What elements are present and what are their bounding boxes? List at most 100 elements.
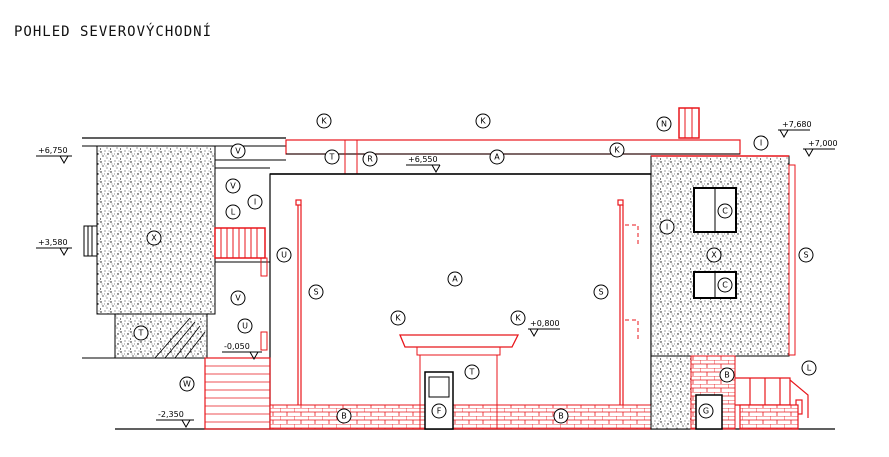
tag-letter: V <box>235 147 241 156</box>
level-label: +7,680 <box>782 120 812 129</box>
tag-letter: B <box>724 371 730 380</box>
tag-s: S <box>308 284 324 300</box>
railing-left <box>83 225 98 257</box>
downpipe-left <box>295 199 302 429</box>
tag-x: X <box>146 230 162 246</box>
tag-letter: W <box>183 380 191 389</box>
tag-letter: U <box>281 251 287 260</box>
level-7680: +7,680 <box>778 120 812 139</box>
tag-c: C <box>717 277 733 293</box>
tag-v: V <box>230 290 246 306</box>
entrance-canopy <box>399 334 520 348</box>
tag-k: K <box>510 310 526 326</box>
tag-letter: L <box>231 208 236 217</box>
tag-letter: K <box>395 314 401 323</box>
tag-w: W <box>179 376 195 392</box>
tag-letter: S <box>313 288 318 297</box>
level-6550: +6,550 <box>406 155 441 174</box>
tag-b: B <box>719 367 735 383</box>
tag-u: U <box>276 247 292 263</box>
tag-letter: G <box>703 407 709 416</box>
level-label: -0,050 <box>224 342 250 351</box>
tag-letter: A <box>494 153 500 162</box>
tag-s: S <box>798 247 814 263</box>
tag-letter: I <box>760 139 762 148</box>
level-0800: +0,800 <box>528 319 560 338</box>
brick-plinth <box>269 404 652 430</box>
tag-letter: C <box>722 207 728 216</box>
tag-r: R <box>362 151 378 167</box>
level-7000: +7,000 <box>803 139 838 158</box>
tag-letter: C <box>722 281 728 290</box>
drawing-title: POHLED SEVEROVÝCHODNÍ <box>14 24 213 40</box>
downpipe-right <box>617 199 624 429</box>
tag-letter: N <box>661 120 667 129</box>
tag-i: I <box>659 219 675 235</box>
tag-letter: L <box>807 364 812 373</box>
tag-a: A <box>489 149 505 165</box>
balcony-red <box>214 227 266 259</box>
tag-letter: T <box>469 368 475 377</box>
level-3580: +3,580 <box>36 238 72 257</box>
tag-t: T <box>324 149 340 165</box>
tag-letter: V <box>230 182 236 191</box>
tag-letter: K <box>614 146 620 155</box>
tag-letter: V <box>235 294 241 303</box>
level-label: +7,000 <box>808 139 838 148</box>
left-block-wall <box>96 145 216 315</box>
tag-k: K <box>390 310 406 326</box>
entrance-door <box>424 371 454 430</box>
tag-letter: K <box>515 314 521 323</box>
tag-letter: K <box>480 117 486 126</box>
tag-s: S <box>593 284 609 300</box>
railing-right <box>735 377 809 430</box>
tag-n: N <box>656 116 672 132</box>
tag-t: T <box>464 364 480 380</box>
level-label: -2,350 <box>158 410 184 419</box>
tag-v: V <box>225 178 241 194</box>
tag-letter: I <box>666 223 668 232</box>
chimney <box>678 107 700 139</box>
tag-letter: S <box>598 288 603 297</box>
level-2350: -2,350 <box>156 410 194 429</box>
tag-letter: X <box>711 251 717 260</box>
tag-v: V <box>230 143 246 159</box>
tag-a: A <box>447 271 463 287</box>
tag-k: K <box>316 113 332 129</box>
tag-c: C <box>717 203 733 219</box>
level-label: +0,800 <box>530 319 560 328</box>
level-0050: -0,050 <box>222 342 262 361</box>
roof-parapet <box>285 139 741 155</box>
stair-w <box>204 357 271 430</box>
tag-x: X <box>706 247 722 263</box>
tag-letter: I <box>254 198 256 207</box>
tag-l: L <box>225 204 241 220</box>
tag-letter: R <box>367 155 373 164</box>
tag-t: T <box>133 325 149 341</box>
tag-k: K <box>609 142 625 158</box>
level-6750: +6,750 <box>36 146 72 165</box>
central-building <box>269 173 652 430</box>
tag-letter: T <box>329 153 335 162</box>
tag-k: K <box>475 113 491 129</box>
tag-i: I <box>753 135 769 151</box>
tag-b: B <box>336 408 352 424</box>
tag-b: B <box>553 408 569 424</box>
tag-letter: B <box>341 412 347 421</box>
tag-letter: K <box>321 117 327 126</box>
tag-l: L <box>801 360 817 376</box>
tag-u: U <box>237 318 253 334</box>
stair-left <box>154 317 206 359</box>
level-label: +6,550 <box>408 155 438 164</box>
tag-g: G <box>698 403 714 419</box>
tag-letter: U <box>242 322 248 331</box>
tag-i: I <box>247 194 263 210</box>
tag-letter: X <box>151 234 157 243</box>
tag-letter: S <box>803 251 808 260</box>
tag-f: F <box>431 403 447 419</box>
tag-letter: F <box>437 407 442 416</box>
level-label: +3,580 <box>38 238 68 247</box>
tag-letter: T <box>138 329 144 338</box>
tag-letter: A <box>452 275 458 284</box>
